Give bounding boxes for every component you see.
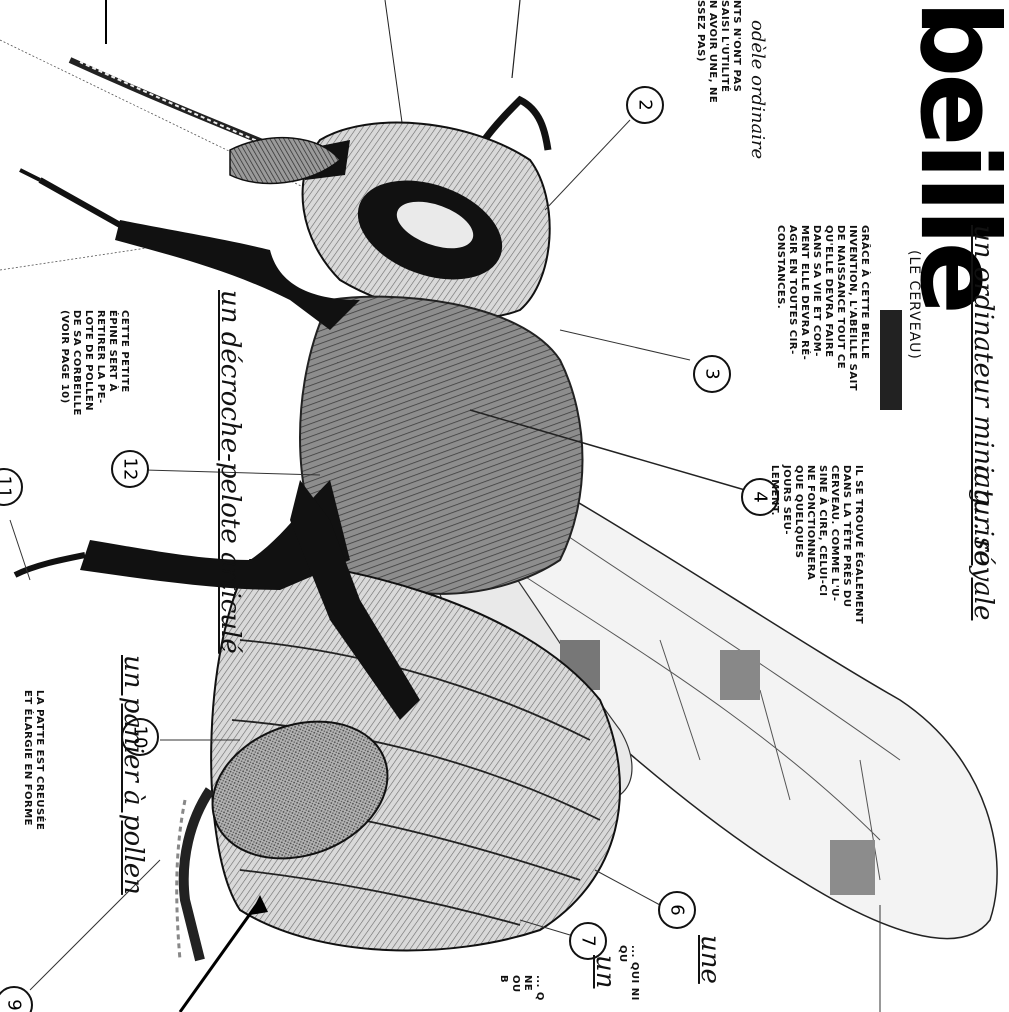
- svg-text:3: 3: [702, 368, 723, 379]
- heading-panier: un panier à pollen: [118, 655, 148, 895]
- callout-6: 6: [659, 892, 695, 928]
- heading-gelee-royale: a g... royale: [968, 465, 998, 620]
- callout-11: 11: [0, 469, 22, 505]
- callout-3: 3: [694, 356, 730, 392]
- callout-2: 2: [627, 87, 663, 123]
- bottom-text-a: ... QUI NI QU: [616, 945, 640, 1001]
- ordinateur-text: GRÂCE À CETTE BELLE INVENTION, L'ABEILLE…: [774, 225, 870, 391]
- svg-text:7: 7: [578, 935, 599, 946]
- top-fragment-text: NTS N'ONT PAS SAISI L'UTILITÉ N AVOIR UN…: [694, 0, 742, 103]
- callout-12: 12: [112, 451, 148, 487]
- bottom-text-b: ... Q NE OU B: [497, 975, 545, 1001]
- svg-text:12: 12: [120, 458, 141, 481]
- heading-decroche: un décroche-pelote articulé: [215, 290, 245, 654]
- callout-label: 2: [635, 99, 656, 110]
- svg-text:9: 9: [4, 999, 25, 1010]
- gelee-text: IL SE TROUVE ÉGALEMENT DANS LA TÊTE PRÈS…: [768, 465, 864, 624]
- subtitle-note: odèle ordinaire: [747, 20, 768, 159]
- bottom-heading-a: une: [695, 935, 725, 984]
- subheading-cerveau: (LE CERVEAU): [906, 250, 922, 360]
- decroche-text: CETTE PETITE ÉPINE SERT À RETIRER LA PE-…: [58, 310, 130, 416]
- svg-text:11: 11: [0, 476, 15, 499]
- callout-9: 9: [0, 987, 32, 1012]
- panier-text: LA PATTE EST CREUSÉE ET ÉLARGIE EN FORME: [21, 690, 45, 830]
- callout-7: 7: [570, 923, 606, 959]
- svg-text:6: 6: [667, 904, 688, 915]
